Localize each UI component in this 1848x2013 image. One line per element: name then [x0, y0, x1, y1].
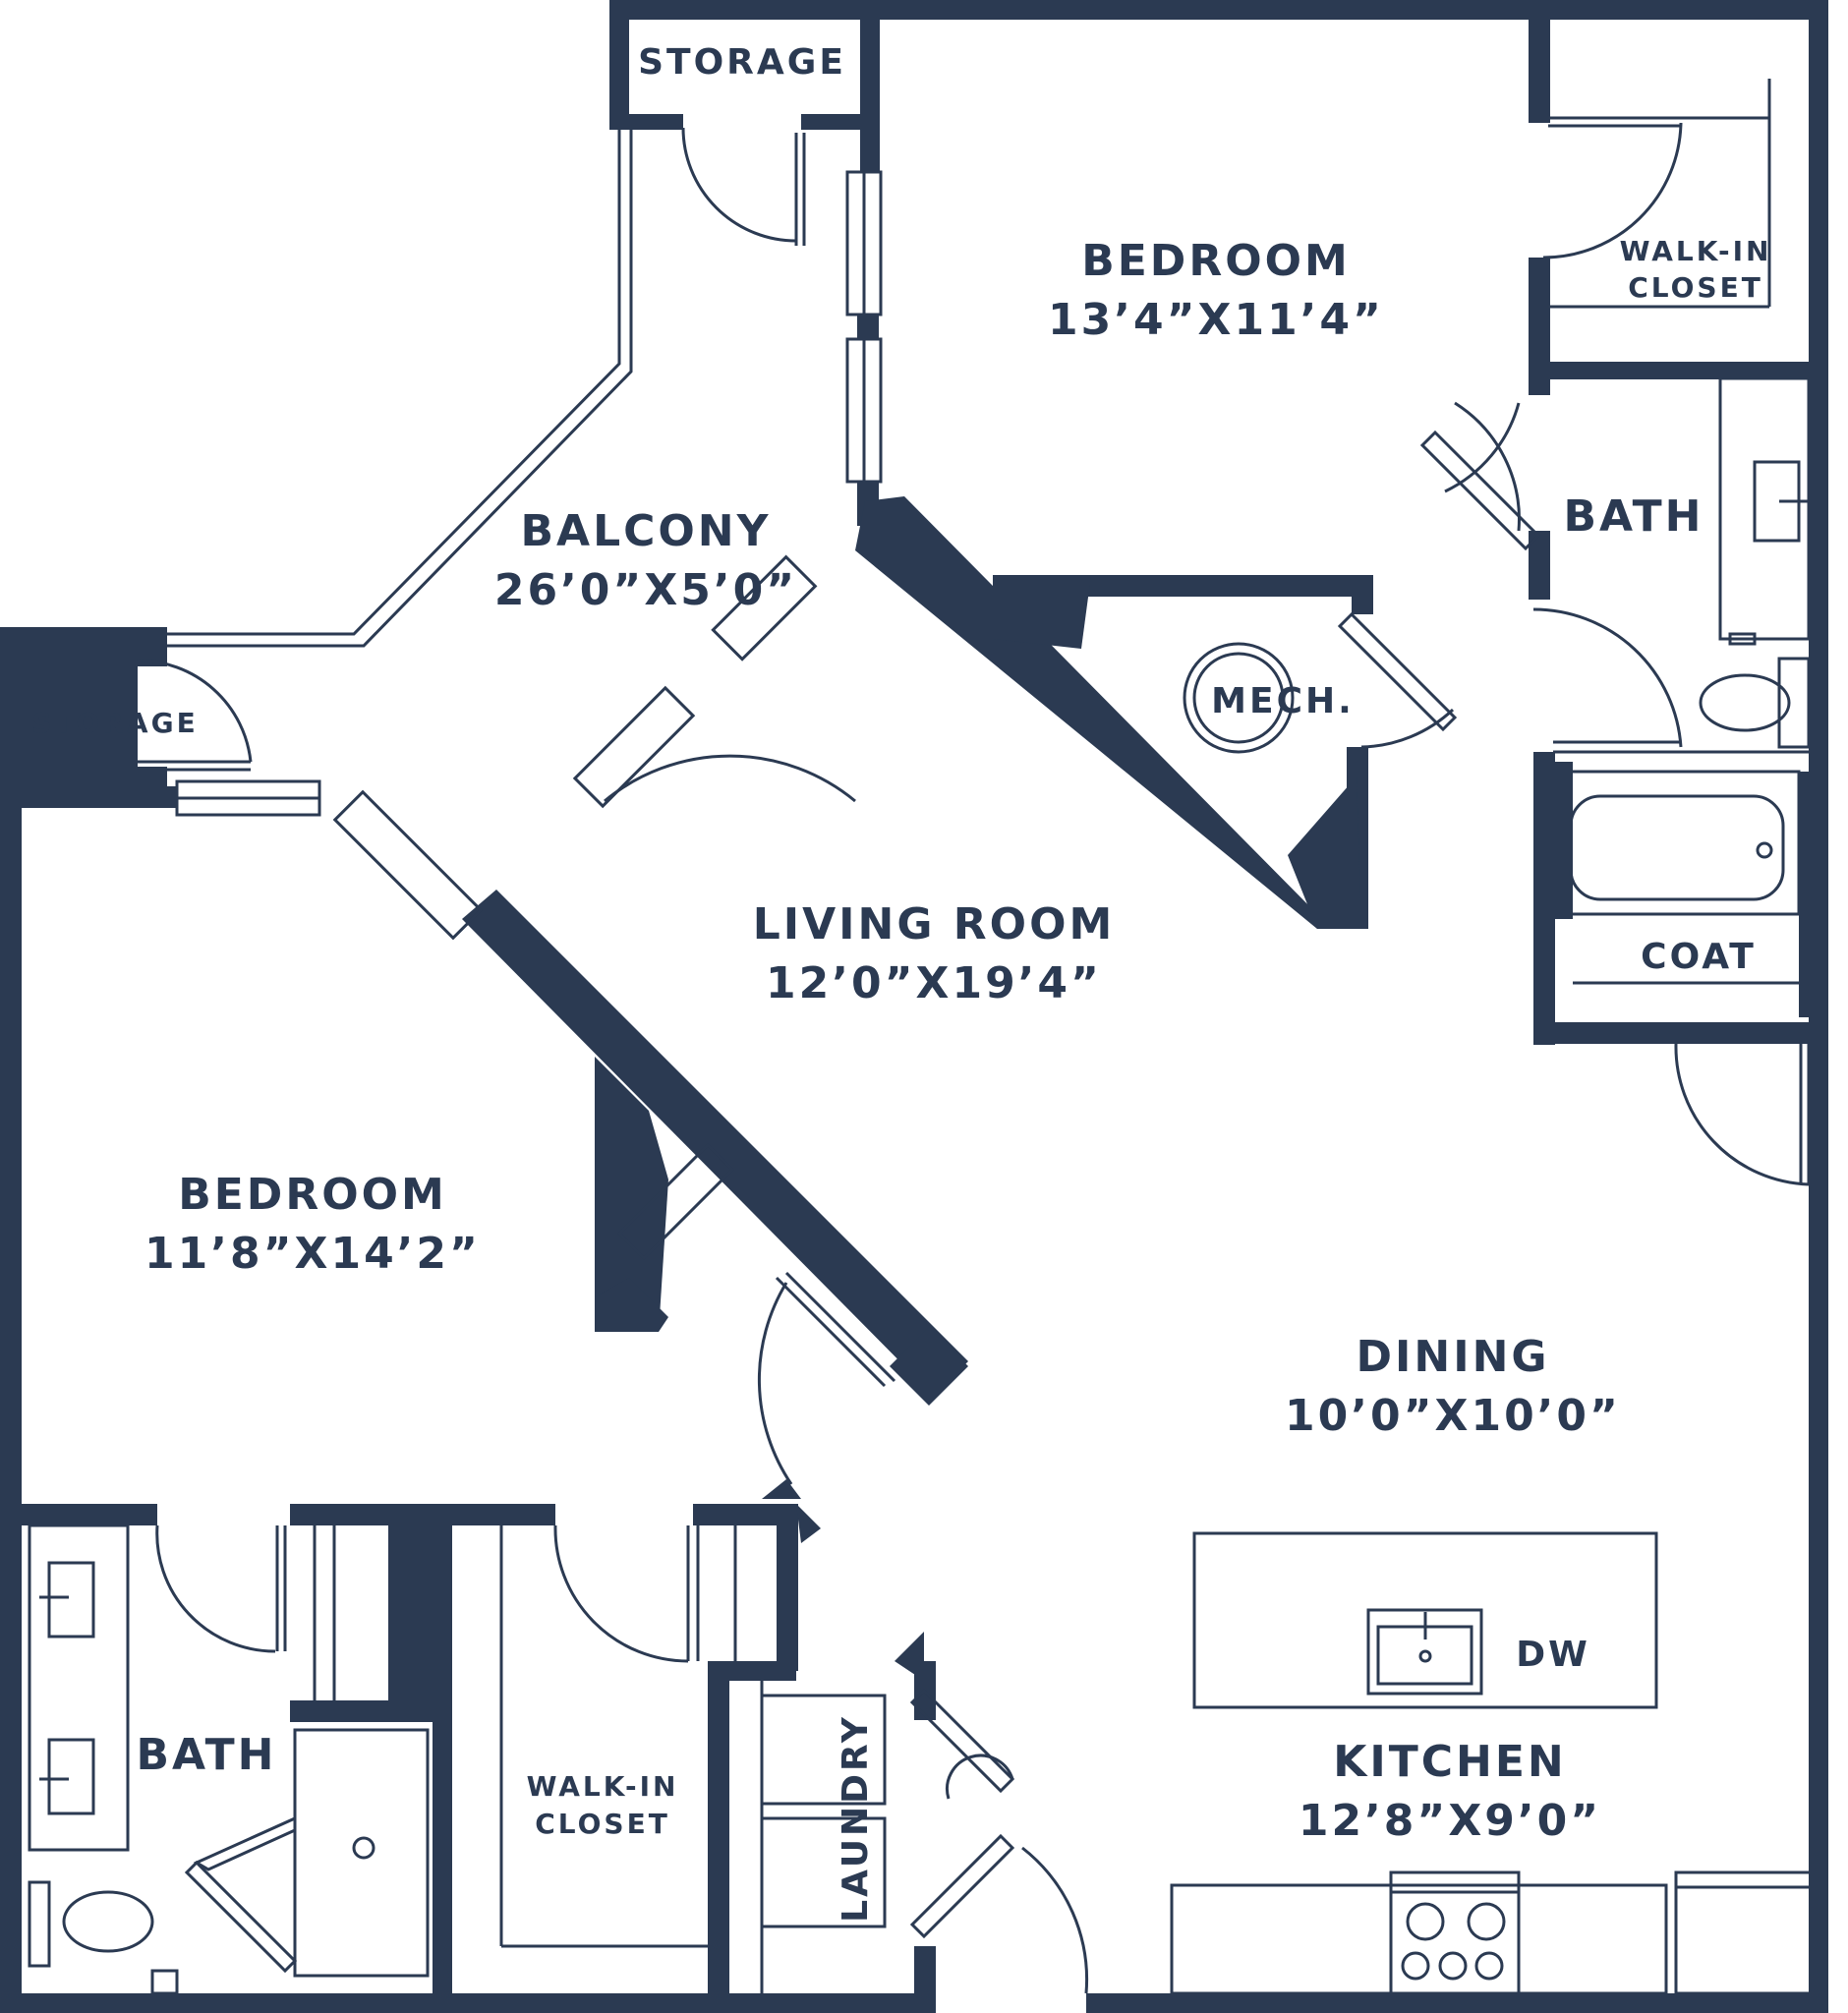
walkin-bottom-label-2: CLOSET: [535, 1808, 670, 1840]
balcony-label: BALCONY: [520, 506, 771, 556]
dining-label: DINING: [1356, 1332, 1549, 1382]
balcony-dims: 26’0”X5’0”: [494, 565, 797, 615]
laundry-label: LAUNDRY: [836, 1714, 876, 1923]
walkin-top-label-1: WALK-IN: [1620, 235, 1772, 267]
storage-left-label: STORAGE: [31, 707, 198, 739]
room-labels: STORAGE BEDROOM 13’4”X11’4” WALK-IN CLOS…: [31, 42, 1772, 1923]
kitchen-dims: 12’8”X9’0”: [1299, 1796, 1601, 1846]
living-room-label: LIVING ROOM: [753, 899, 1116, 949]
living-room-dims: 12’0”X19’4”: [766, 958, 1102, 1008]
mech-label: MECH.: [1211, 681, 1355, 721]
fixture-lines: [28, 79, 1816, 1995]
storage-top-label: STORAGE: [638, 42, 846, 83]
bedroom-second-label: BEDROOM: [178, 1170, 447, 1220]
bath-right-label: BATH: [1563, 491, 1704, 542]
walkin-bottom-label-1: WALK-IN: [527, 1770, 679, 1803]
bedroom-second-dims: 11’8”X14’2”: [144, 1229, 481, 1279]
kitchen-label: KITCHEN: [1333, 1737, 1566, 1787]
walkin-top-label-2: CLOSET: [1628, 271, 1763, 304]
dishwasher-label: DW: [1516, 1635, 1590, 1675]
bedroom-main-dims: 13’4”X11’4”: [1048, 295, 1384, 345]
dining-dims: 10’0”X10’0”: [1285, 1391, 1621, 1441]
bedroom-main-label: BEDROOM: [1081, 236, 1351, 286]
coat-label: COAT: [1641, 937, 1757, 977]
bath-left-label: BATH: [136, 1730, 276, 1780]
